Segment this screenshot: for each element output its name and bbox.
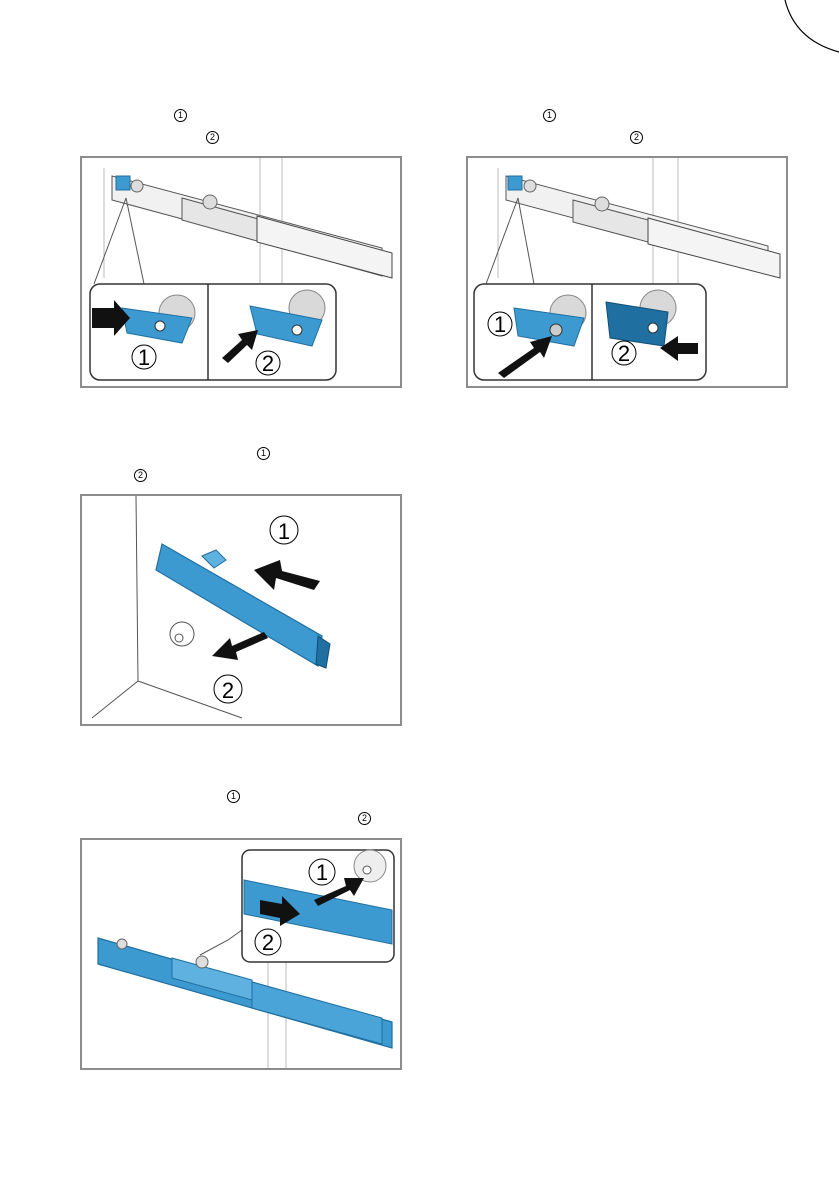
step2-marker-2: 2 bbox=[630, 131, 643, 144]
step1-marker-2: 2 bbox=[206, 131, 219, 144]
figure3-callout-1: 1 bbox=[278, 519, 290, 544]
figure-insert-rail: 1 2 bbox=[80, 838, 402, 1070]
step3-marker-1: 1 bbox=[257, 447, 270, 460]
step1-marker-1: 1 bbox=[174, 109, 187, 122]
step4-marker-2: 2 bbox=[358, 812, 371, 825]
figure-remove-rail: 1 2 bbox=[80, 494, 402, 726]
figure4-callout-1: 1 bbox=[316, 860, 328, 885]
figure2-callout-2: 2 bbox=[618, 341, 630, 366]
figure1-callout-2: 2 bbox=[262, 351, 274, 376]
step2-marker-1: 1 bbox=[543, 109, 556, 122]
figure2-callout-1: 1 bbox=[494, 312, 506, 337]
step3-marker-2: 2 bbox=[134, 469, 147, 482]
figure4-callout-2: 2 bbox=[262, 930, 274, 955]
figure1-callout-1: 1 bbox=[138, 345, 150, 370]
step4-marker-1: 1 bbox=[227, 790, 240, 803]
figure-unlock-rail: 1 2 bbox=[80, 156, 402, 388]
figure-lock-rail: 1 2 bbox=[466, 156, 788, 388]
figure3-callout-2: 2 bbox=[222, 678, 234, 703]
